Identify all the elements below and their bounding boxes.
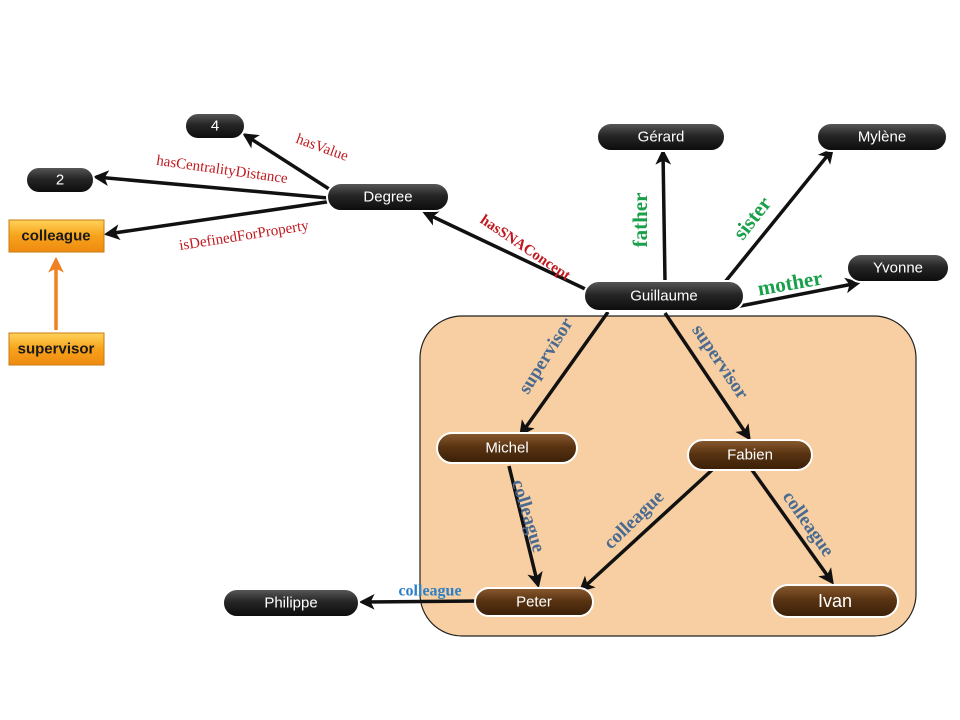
edge-fabien-ivan bbox=[750, 468, 834, 585]
node-degree[interactable]: Degree bbox=[326, 182, 450, 212]
node-michel-label: Michel bbox=[485, 440, 528, 457]
edge-guillaume-degree bbox=[422, 211, 601, 298]
node-peter-label: Peter bbox=[516, 594, 552, 611]
label-sister: sister bbox=[728, 192, 776, 244]
node-philippe[interactable]: Philippe bbox=[222, 588, 360, 618]
node-guillaume-label: Guillaume bbox=[630, 288, 698, 305]
node-michel[interactable]: Michel bbox=[436, 432, 578, 464]
edge-peter-philippe bbox=[358, 594, 479, 610]
label-hasCentralityDistance: hasCentralityDistance bbox=[155, 153, 289, 187]
edge-degree-2 bbox=[92, 170, 329, 200]
property-box-supervisor[interactable]: supervisor bbox=[8, 332, 105, 366]
label-hasValue: hasValue bbox=[294, 131, 351, 165]
node-2[interactable]: 2 bbox=[25, 166, 95, 194]
node-degree-label: Degree bbox=[363, 189, 412, 206]
edge-guillaume-yvonne bbox=[724, 277, 862, 311]
node-peter[interactable]: Peter bbox=[474, 587, 594, 617]
edge-guillaume-fabien bbox=[663, 312, 751, 441]
edge-degree-4 bbox=[242, 133, 341, 198]
label-isDefinedForProperty: isDefinedForProperty bbox=[178, 218, 310, 254]
node-4-label: 4 bbox=[211, 118, 219, 135]
node-4[interactable]: 4 bbox=[184, 112, 246, 140]
node-yvonne-label: Yvonne bbox=[873, 260, 923, 277]
label-father: father bbox=[628, 193, 652, 248]
property-box-colleague-label: colleague bbox=[21, 228, 90, 245]
node-2-label: 2 bbox=[56, 172, 64, 189]
node-philippe-label: Philippe bbox=[264, 595, 317, 612]
edge-degree-colleague bbox=[103, 198, 341, 240]
edge-guillaume-michel bbox=[519, 310, 610, 437]
node-mylene[interactable]: Mylène bbox=[816, 122, 948, 152]
label-hasSNAConcept: hasSNAConcept bbox=[477, 212, 573, 284]
edge-michel-peter bbox=[507, 465, 543, 589]
property-box-colleague[interactable]: colleague bbox=[8, 219, 105, 253]
node-ivan[interactable]: Ivan bbox=[771, 584, 899, 618]
edge-guillaume-gerard bbox=[655, 148, 672, 282]
node-gerard-label: Gérard bbox=[638, 129, 685, 146]
label-colleague-peter-philippe: colleague bbox=[398, 583, 461, 600]
node-yvonne[interactable]: Yvonne bbox=[846, 253, 950, 283]
node-fabien-label: Fabien bbox=[727, 447, 773, 464]
node-guillaume[interactable]: Guillaume bbox=[583, 280, 745, 312]
node-fabien[interactable]: Fabien bbox=[687, 439, 813, 471]
node-gerard[interactable]: Gérard bbox=[596, 122, 726, 152]
node-mylene-label: Mylène bbox=[858, 129, 906, 146]
edge-fabien-peter bbox=[578, 468, 714, 593]
node-ivan-label: Ivan bbox=[818, 591, 852, 611]
edge-guillaume-mylene bbox=[723, 147, 834, 284]
property-box-supervisor-label: supervisor bbox=[18, 341, 95, 358]
